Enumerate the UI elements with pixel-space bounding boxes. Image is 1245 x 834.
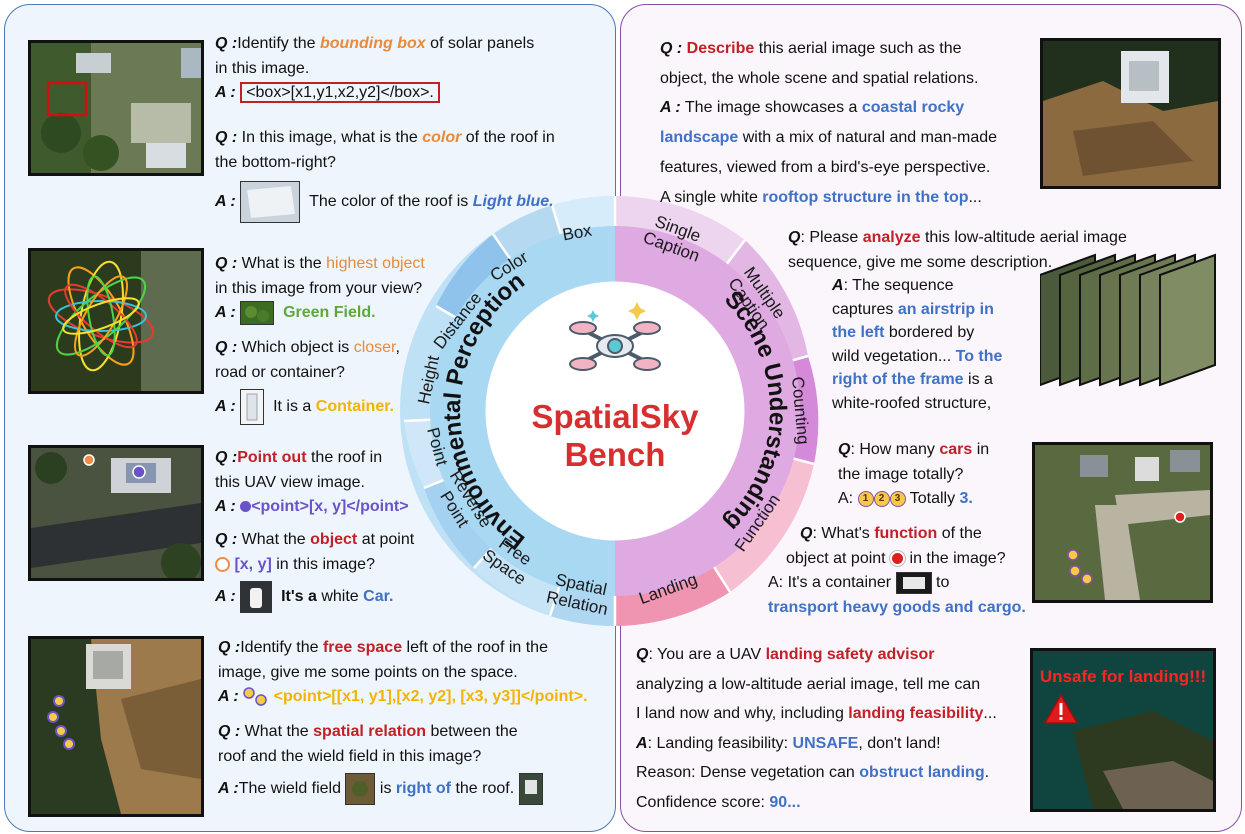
function-qa: Q: What's function of the object at poin… — [768, 525, 1026, 616]
cars-road-aerial-image — [1032, 442, 1213, 603]
unsafe-landing-aerial-image: Unsafe for landing!!! — [1030, 648, 1216, 812]
multiple-caption-qa: Q: Please analyze this low-altitude aeri… — [788, 229, 1127, 271]
roof-thumbnail — [518, 773, 543, 805]
green-field-thumbnail — [240, 301, 275, 325]
drone-icon — [569, 302, 661, 371]
coastal-rocky-aerial-image — [1040, 38, 1221, 189]
spatialsky-bench-wheel: Environmental Perception Scene Understan… — [400, 196, 819, 626]
reverse-point-qa: Q : What the object at point [x, y] in t… — [215, 528, 605, 613]
wield-field-thumbnail — [345, 773, 376, 805]
bbox-answer-code: <box>[x1,y1,x2,y2]</box>. — [240, 82, 440, 103]
landing-qa: Q: You are a UAV landing safety advisor … — [636, 646, 997, 811]
unsafe-landing-badge: Unsafe for landing!!! — [1039, 667, 1207, 686]
box-qa: Q :Identify the bounding box of solar pa… — [215, 35, 535, 103]
height-qa: Q : What is the highest object in this i… — [215, 252, 605, 326]
container-thumbnail — [240, 389, 265, 425]
bench-title-line1: SpatialSky — [532, 398, 700, 435]
bench-title-line2: Bench — [565, 436, 666, 473]
segment-box: Box — [561, 221, 594, 245]
points-marker-icon — [243, 687, 267, 706]
roof-crop-thumbnail — [240, 181, 301, 223]
single-caption-qa: Q : Describe this aerial image such as t… — [660, 40, 998, 206]
image-sequence-stack — [1039, 250, 1220, 390]
white-car-thumbnail — [240, 581, 273, 613]
distance-qa: Q : Which object is closer, road or cont… — [215, 336, 605, 425]
counting-qa: Q: How many cars in the image totally? A… — [838, 441, 990, 507]
color-qa: Q : In this image, what is the color of … — [215, 126, 605, 223]
rocky-coast-aerial-image — [28, 636, 204, 817]
spatial-relation-qa: Q : What the spatial relation between th… — [218, 720, 608, 805]
container-crop-thumbnail — [895, 571, 932, 594]
multiple-caption-answer: A: The sequence captures an airstrip in … — [832, 277, 1003, 412]
flight-trajectory-aerial-image — [28, 248, 204, 394]
solar-panel-aerial-image — [28, 40, 204, 176]
free-space-qa: Q :Identify the free space left of the r… — [218, 636, 608, 710]
uav-airstrip-aerial-image — [28, 445, 204, 581]
point-qa: Q :Point out the roof in this UAV view i… — [215, 449, 409, 515]
